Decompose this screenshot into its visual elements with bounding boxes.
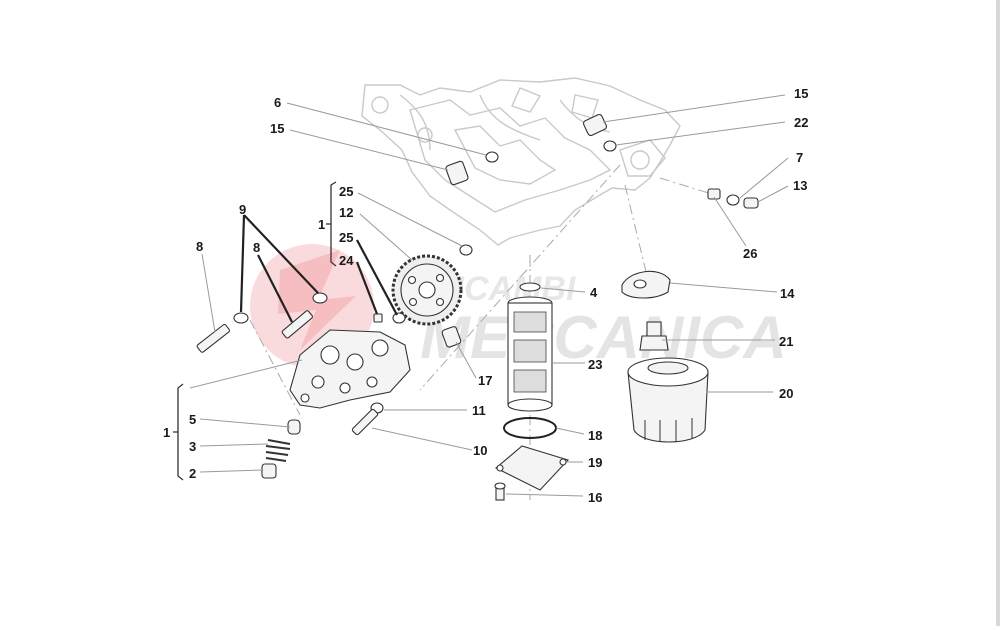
key-24	[373, 313, 383, 323]
callout-22: 22	[794, 115, 808, 130]
plug-2	[261, 463, 277, 479]
screws-8	[196, 310, 313, 353]
crankcase-ghost	[361, 77, 681, 246]
callout-24: 24	[339, 253, 354, 268]
callout-5: 5	[189, 412, 196, 427]
callout-15-left: 15	[270, 121, 284, 136]
o-ring-22	[603, 140, 617, 152]
watermark: RICAMBI MECCANICA	[250, 244, 787, 371]
callout-8-right: 8	[253, 240, 260, 255]
callout-1-lower: 1	[163, 425, 170, 440]
o-ring-6	[485, 151, 499, 163]
filter-screen-23	[507, 296, 553, 412]
callout-26: 26	[743, 246, 757, 261]
callout-16: 16	[588, 490, 602, 505]
washer-25-lower	[392, 312, 406, 324]
callout-18: 18	[588, 428, 602, 443]
clip-25-upper	[459, 244, 473, 256]
callout-4: 4	[590, 285, 598, 300]
plate-14	[621, 270, 671, 299]
bushing-15-lower	[445, 160, 469, 186]
oil-filter-20	[627, 357, 709, 443]
callout-25-upper: 25	[339, 184, 353, 199]
callout-6: 6	[274, 95, 281, 110]
callout-1-upper: 1	[318, 217, 325, 232]
bushing-15-upper	[582, 113, 608, 137]
spring-3	[265, 439, 291, 462]
callout-25-lower: 25	[339, 230, 353, 245]
callout-7: 7	[796, 150, 803, 165]
callout-17: 17	[478, 373, 492, 388]
callout-8-left: 8	[196, 239, 203, 254]
callout-11: 11	[472, 403, 486, 418]
callout-2: 2	[189, 466, 196, 481]
callout-21: 21	[779, 334, 793, 349]
washers-9	[233, 292, 328, 324]
screw-16	[494, 482, 506, 501]
o-ring-4	[519, 282, 541, 292]
right-edge-bar	[996, 0, 1000, 626]
callout-20: 20	[779, 386, 793, 401]
callout-23: 23	[588, 357, 602, 372]
callout-13: 13	[793, 178, 807, 193]
oil-pump-body	[289, 329, 411, 409]
bushing-17	[441, 326, 462, 348]
fittings-7-13-26	[707, 188, 759, 209]
cover-19	[495, 445, 570, 491]
callout-15-right: 15	[794, 86, 808, 101]
callout-10: 10	[473, 443, 487, 458]
gear-12	[391, 254, 463, 326]
callout-12: 12	[339, 205, 353, 220]
callout-14: 14	[780, 286, 795, 301]
callout-3: 3	[189, 439, 196, 454]
callout-9: 9	[239, 202, 246, 217]
screw-10	[351, 408, 379, 436]
callout-labels: 6 15 15 22 7 13 26 14 21 20 4 23 18 19 1…	[163, 86, 808, 505]
leader-lines	[173, 94, 789, 497]
nipple-21	[639, 321, 669, 351]
watermark-line2: MECCANICA	[420, 304, 787, 371]
callout-19: 19	[588, 455, 602, 470]
